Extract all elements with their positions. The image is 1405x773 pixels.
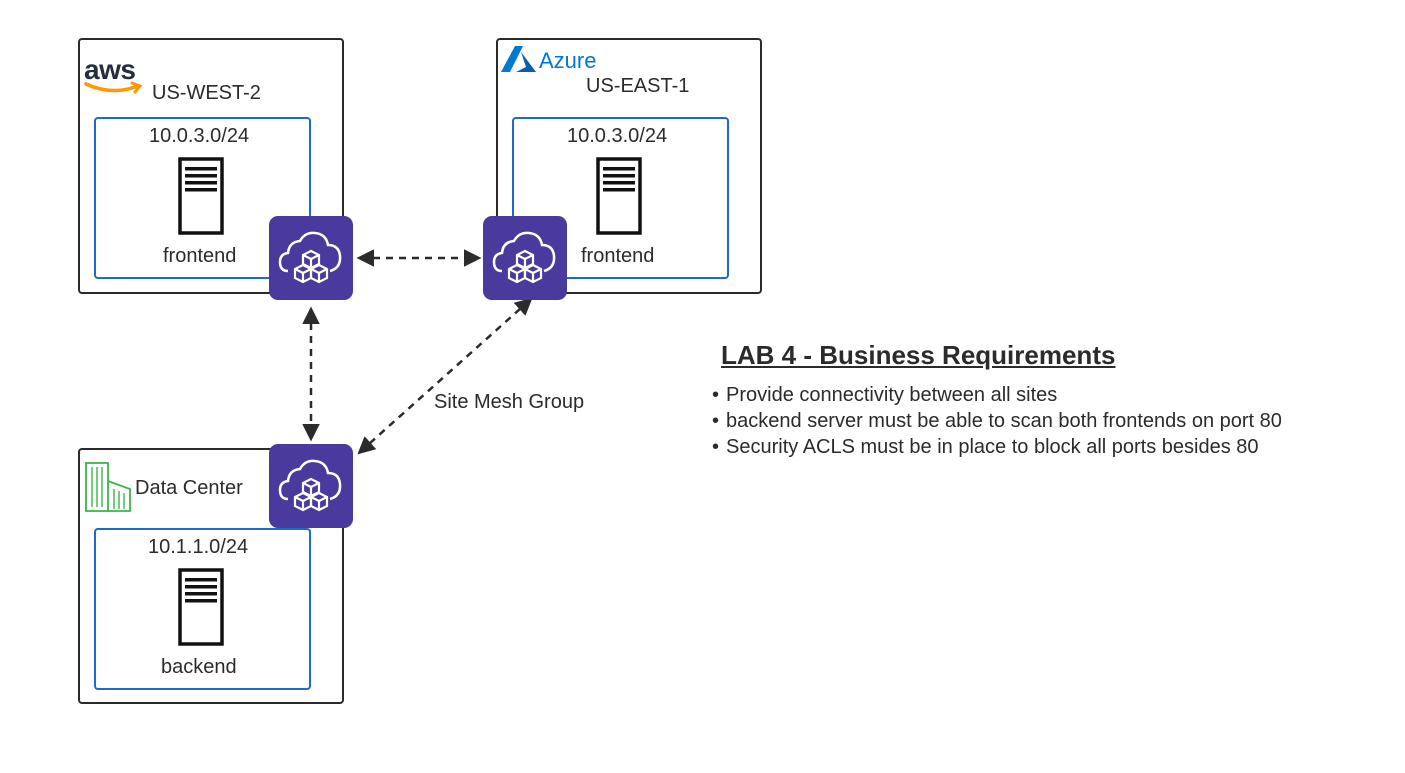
- azure-icon: [501, 46, 536, 72]
- datacenter-subnet-cidr: 10.1.1.0/24: [148, 536, 249, 558]
- datacenter-backend-server-icon: [178, 568, 224, 646]
- azure-logo-text: Azure: [539, 48, 597, 73]
- aws-frontend-server-icon: [178, 157, 224, 235]
- azure-mesh-node-icon: [483, 216, 567, 300]
- link-azure-dc: [357, 297, 533, 455]
- datacenter-server-label: backend: [161, 656, 237, 678]
- datacenter-subnet: [94, 528, 311, 690]
- requirement-item: Provide connectivity between all sites: [712, 382, 1282, 408]
- azure-subnet: [512, 117, 729, 279]
- azure-frontend-server-icon: [596, 157, 642, 235]
- datacenter-region: [78, 448, 344, 704]
- aws-subnet-cidr: 10.0.3.0/24: [149, 125, 250, 147]
- datacenter-region-label: Data Center: [135, 477, 243, 499]
- aws-mesh-node-icon: [269, 216, 353, 300]
- aws-smile-icon: [84, 81, 143, 94]
- azure-server-label: frontend: [581, 245, 655, 267]
- azure-logo: Azure: [500, 44, 610, 74]
- aws-logo-text: aws: [84, 54, 136, 85]
- requirement-item: Security ACLS must be in place to block …: [712, 434, 1282, 460]
- datacenter-mesh-node-icon: [269, 444, 353, 528]
- requirement-item: backend server must be able to scan both…: [712, 408, 1282, 434]
- aws-region-label: US-WEST-2: [152, 82, 261, 104]
- site-mesh-group-label: Site Mesh Group: [434, 391, 585, 413]
- requirements-list: Provide connectivity between all sites b…: [712, 382, 1282, 460]
- aws-server-label: frontend: [163, 245, 237, 267]
- azure-region-label: US-EAST-1: [586, 75, 690, 97]
- azure-subnet-cidr: 10.0.3.0/24: [567, 125, 668, 147]
- datacenter-building-icon: [85, 462, 131, 512]
- aws-region: [78, 38, 344, 294]
- aws-subnet: [94, 117, 311, 279]
- aws-logo: aws: [84, 54, 146, 100]
- requirements-title: LAB 4 - Business Requirements: [721, 340, 1116, 370]
- azure-region: [496, 38, 762, 294]
